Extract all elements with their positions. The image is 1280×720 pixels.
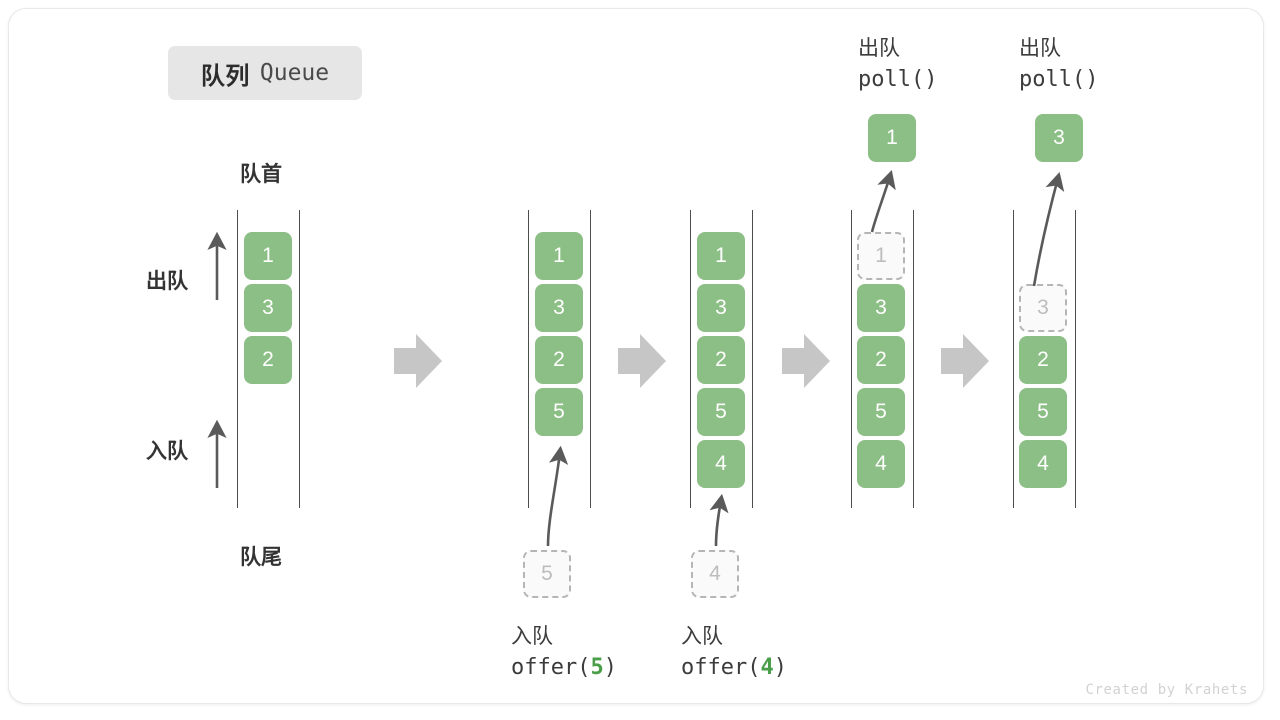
queue-element: 5 xyxy=(535,388,583,436)
queue-rail-left-3 xyxy=(690,210,691,508)
label-dequeue-direction: 出队 xyxy=(146,270,188,293)
title-chip: 队列 Queue xyxy=(168,46,362,100)
queue-rail-right-5 xyxy=(1075,210,1076,508)
label-enqueue-direction: 入队 xyxy=(146,440,188,463)
queue-element: 5 xyxy=(697,388,745,436)
queue-element: 2 xyxy=(535,336,583,384)
queue-rail-left-4 xyxy=(851,210,852,508)
queue-element: 1 xyxy=(244,232,292,280)
fn-name: offer( xyxy=(681,655,761,680)
queue-element: 3 xyxy=(697,284,745,332)
popped-element: 3 xyxy=(1035,114,1083,162)
label-queue-head: 队首 xyxy=(240,163,282,186)
caption-dequeue-3-cn: 出队 xyxy=(1019,37,1061,60)
queue-element: 4 xyxy=(1019,440,1067,488)
queue-element: 2 xyxy=(244,336,292,384)
caption-dequeue-1-fn: poll() xyxy=(858,67,938,92)
caption-enqueue-5-fn: offer(5) xyxy=(511,655,617,680)
queue-rail-right-3 xyxy=(752,210,753,508)
caption-enqueue-5-cn: 入队 xyxy=(511,625,553,648)
queue-element: 2 xyxy=(697,336,745,384)
popped-element: 1 xyxy=(868,114,916,162)
queue-element: 5 xyxy=(1019,388,1067,436)
queue-rail-right-4 xyxy=(913,210,914,508)
fn-close: ) xyxy=(603,655,617,680)
caption-enqueue-4-fn: offer(4) xyxy=(681,655,787,680)
queue-element: 3 xyxy=(535,284,583,332)
label-queue-tail: 队尾 xyxy=(240,546,282,569)
queue-element: 1 xyxy=(535,232,583,280)
title-chinese: 队列 xyxy=(200,62,250,90)
removed-ghost-element: 3 xyxy=(1019,284,1067,332)
caption-enqueue-4-cn: 入队 xyxy=(681,625,723,648)
removed-ghost-element: 1 xyxy=(857,232,905,280)
queue-rail-left-5 xyxy=(1013,210,1014,508)
caption-dequeue-1-cn: 出队 xyxy=(858,37,900,60)
queue-element: 2 xyxy=(1019,336,1067,384)
queue-element: 1 xyxy=(697,232,745,280)
fn-close: ) xyxy=(773,655,787,680)
queue-element: 3 xyxy=(244,284,292,332)
queue-rail-left-1 xyxy=(237,210,238,508)
incoming-ghost-element: 5 xyxy=(523,550,571,598)
queue-element: 5 xyxy=(857,388,905,436)
queue-rail-right-1 xyxy=(299,210,300,508)
queue-element: 4 xyxy=(857,440,905,488)
queue-element: 2 xyxy=(857,336,905,384)
queue-element: 4 xyxy=(697,440,745,488)
queue-rail-right-2 xyxy=(590,210,591,508)
title-english: Queue xyxy=(259,60,330,86)
watermark: Created by Krahets xyxy=(1085,682,1248,698)
fn-arg: 4 xyxy=(760,655,774,680)
queue-element: 3 xyxy=(857,284,905,332)
fn-arg: 5 xyxy=(590,655,604,680)
fn-name: offer( xyxy=(511,655,591,680)
incoming-ghost-element: 4 xyxy=(691,550,739,598)
queue-rail-left-2 xyxy=(528,210,529,508)
caption-dequeue-3-fn: poll() xyxy=(1019,67,1099,92)
